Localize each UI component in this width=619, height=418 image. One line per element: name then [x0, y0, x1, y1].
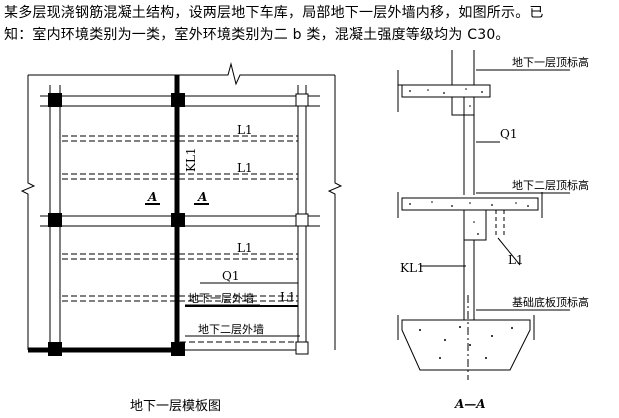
section-caption: A—A	[454, 397, 486, 411]
plan-columns	[48, 93, 185, 356]
section-kl1-label: KL1	[400, 261, 425, 275]
problem-statement: 某多层现浇钢筋混凝土结构，设两层地下车库，局部地下一层外墙内移，如图所示。已 知…	[4, 2, 616, 46]
kl1-label: KL1	[184, 147, 198, 172]
section-mark-right: A	[197, 190, 207, 204]
b2-wall-label: 地下二层外墙	[198, 322, 264, 336]
beam-label-l1-4: L1	[280, 290, 296, 304]
section-q1-label: Q1	[500, 127, 517, 141]
section-kl1	[463, 209, 487, 241]
foundation-slab	[401, 319, 531, 371]
main-beams-horizontal	[40, 95, 320, 227]
section-mark-left: A	[147, 190, 157, 204]
b1-wall-label: 地下一层外墙	[188, 291, 254, 305]
problem-line-2: 知：室内环境类别为一类，室外环境类别为二 b 类，混凝土强度等级均为 C30。	[4, 27, 510, 43]
column-6	[171, 342, 185, 356]
plan-columns-outline	[295, 93, 309, 355]
secondary-beams-L1	[62, 135, 298, 302]
column-1	[48, 93, 62, 107]
problem-line-1: 某多层现浇钢筋混凝土结构，设两层地下车库，局部地下一层外墙内移，如图所示。已	[4, 5, 544, 21]
beam-label-l1-3: L1	[237, 241, 253, 255]
formwork-plan	[20, 62, 343, 356]
beam-label-l1-1: L1	[237, 123, 253, 137]
beam-label-l1-2: L1	[237, 161, 253, 175]
plan-right-break-line	[327, 175, 343, 199]
top-slab	[401, 84, 491, 98]
b2-top-elevation-label: 地下二层顶标高	[512, 178, 589, 192]
b1-top-elevation-label: 地下一层顶标高	[512, 55, 589, 69]
column-7	[295, 93, 309, 107]
column-5	[48, 342, 62, 356]
column-4	[171, 213, 185, 227]
foundation-top-elevation-label: 基础底板顶标高	[512, 295, 589, 309]
plan-q1-label: Q1	[222, 269, 239, 283]
section-l1-label: L1	[508, 253, 524, 267]
plan-caption: 地下一层模板图	[130, 399, 221, 414]
column-8	[295, 213, 309, 227]
concrete-hatch	[409, 88, 529, 359]
plan-left-break-line	[20, 175, 36, 199]
section-a-a	[397, 50, 570, 380]
column-2	[171, 93, 185, 107]
column-3	[48, 213, 62, 227]
mid-slab	[401, 197, 539, 211]
plan-top-break-line	[28, 62, 335, 86]
column-9	[295, 341, 309, 355]
